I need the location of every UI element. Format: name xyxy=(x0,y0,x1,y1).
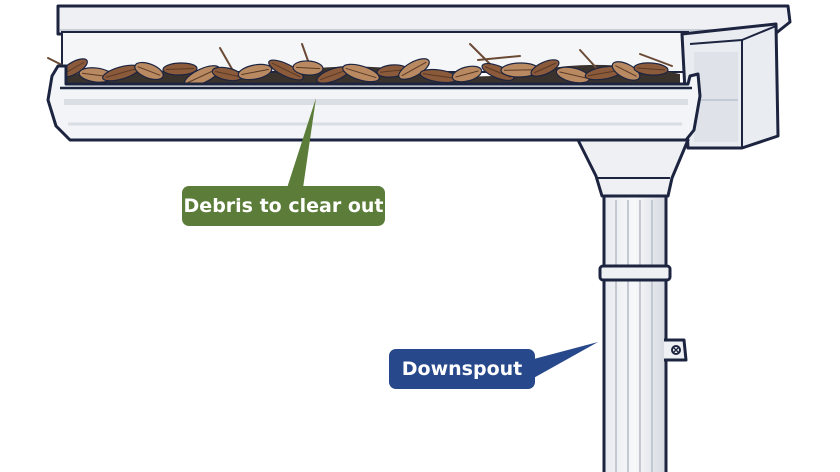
leaf-vein xyxy=(215,71,239,77)
leaf-vein xyxy=(137,66,161,76)
leaf-vein xyxy=(533,62,557,74)
pipe-band xyxy=(598,264,672,282)
leaf-vein xyxy=(105,68,137,78)
downspout-callout: Downspout xyxy=(389,349,535,389)
roof-fascia xyxy=(56,4,792,36)
debris-label: Debris to clear out xyxy=(183,195,384,217)
leaf-vein xyxy=(401,61,427,77)
downspout-outlet xyxy=(576,138,690,198)
leaf-vein xyxy=(423,73,455,79)
downspout-callout-pointer xyxy=(530,342,598,380)
leaf-vein xyxy=(503,69,537,71)
gutter-trough xyxy=(46,64,702,142)
leaf-vein xyxy=(319,69,347,81)
leaf-vein xyxy=(615,65,637,77)
leaf-vein xyxy=(455,70,479,78)
leaf-vein xyxy=(636,67,666,71)
downspout-label: Downspout xyxy=(401,358,523,380)
leaf-vein xyxy=(271,62,301,78)
leaf-vein xyxy=(380,69,404,73)
debris-callout-pointer xyxy=(287,98,316,188)
leaf-vein xyxy=(295,66,321,70)
wall-bracket xyxy=(664,338,688,362)
leaf-vein xyxy=(345,67,377,79)
downspout-pipe xyxy=(598,194,688,472)
leaf-vein xyxy=(559,71,587,79)
leaf-vein xyxy=(165,68,195,70)
leaf-vein xyxy=(241,68,269,76)
gutter-end-cap xyxy=(680,22,780,150)
debris-callout: Debris to clear out xyxy=(182,186,385,226)
